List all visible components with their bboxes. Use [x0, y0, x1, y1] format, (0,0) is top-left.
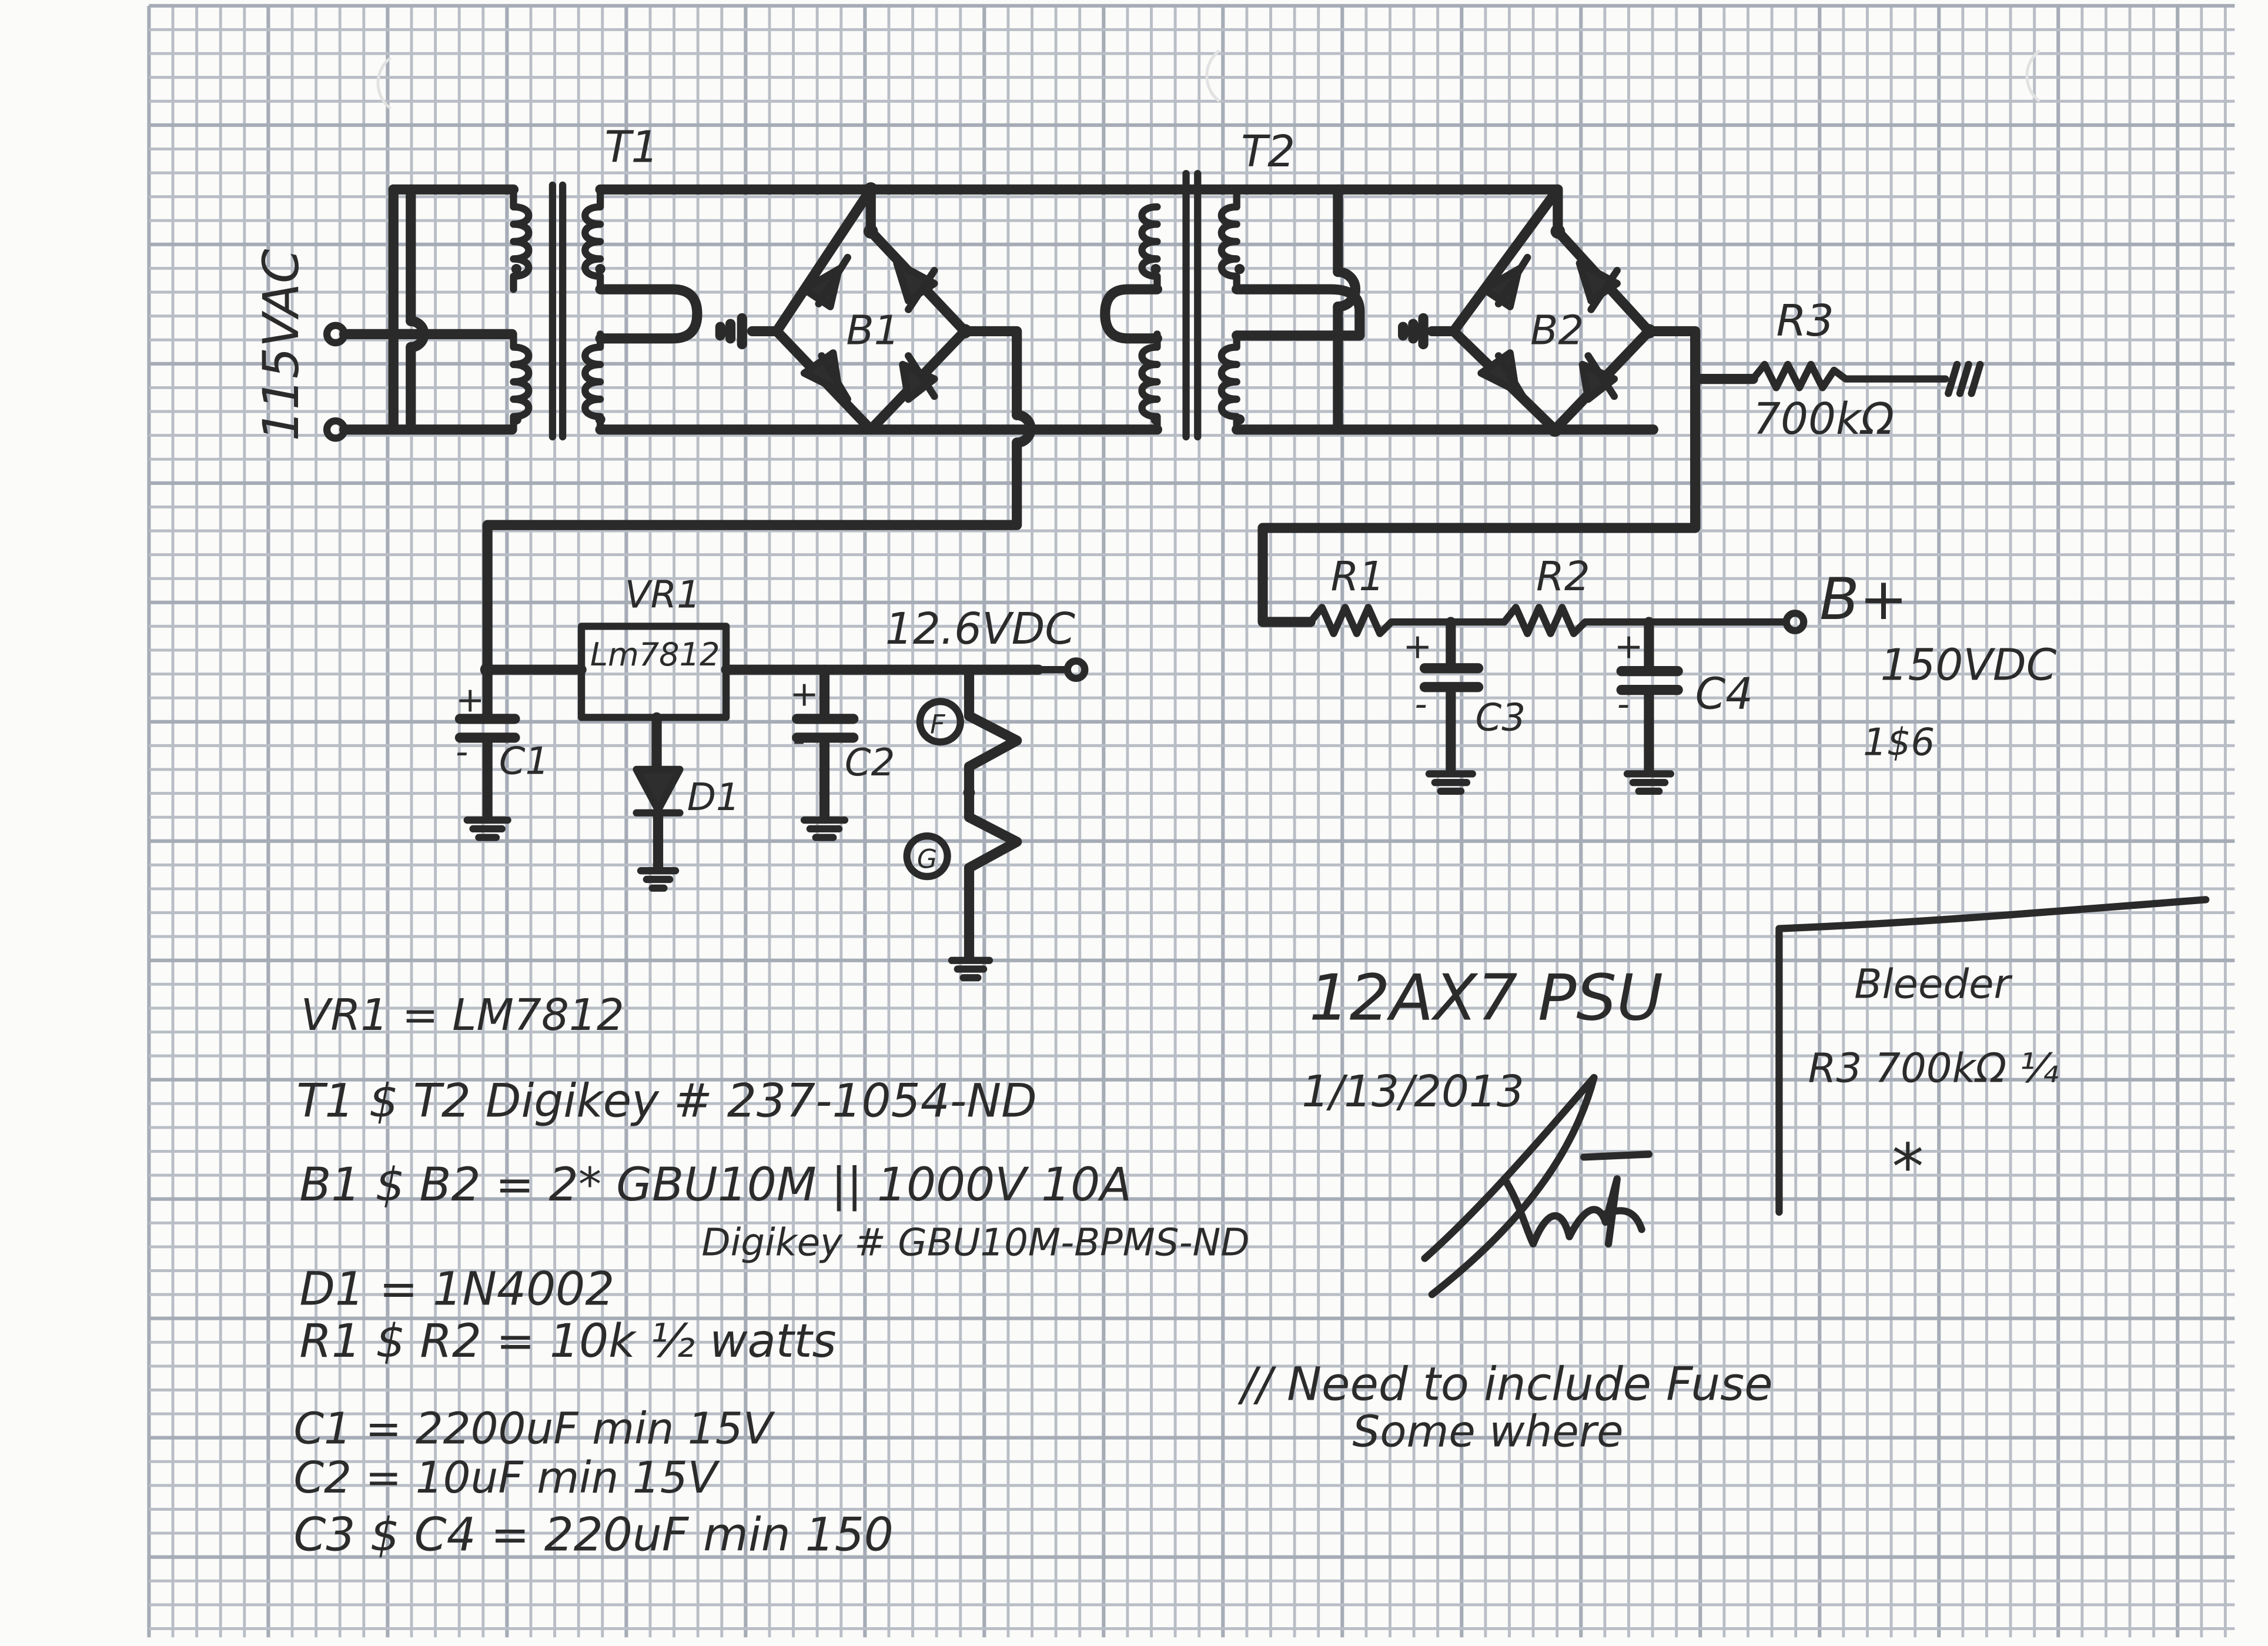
parts-line-2: T1 $ T2 Digikey # 237-1054-ND [296, 1073, 1036, 1128]
binder-holes [376, 49, 2040, 110]
fuse-note-line-2: Some where [1353, 1406, 1624, 1457]
t2-label: T2 [1241, 126, 1295, 177]
r2-label: R2 [1536, 553, 1590, 600]
c3-minus: - [1414, 684, 1427, 724]
c1-plus: + [456, 680, 484, 720]
d1-label: D1 [687, 776, 740, 819]
bleeder-line: R3 700kΩ ¼ [1808, 1045, 2059, 1092]
heater-f-label: F [930, 710, 945, 740]
project-title: 12AX7 PSU [1309, 961, 1663, 1035]
out-12v-label: 12.6VDC [885, 604, 1076, 654]
resistor-r3 [1644, 326, 1984, 397]
vr1-label: VR1 [625, 573, 701, 617]
bridge-rectifier-b2 [1398, 184, 1657, 437]
t1-label: T1 [604, 122, 658, 173]
parts-line-8: C2 = 10uF min 15V [293, 1453, 720, 1503]
c2-plus: + [790, 674, 818, 714]
c4-plus: + [1614, 626, 1643, 667]
graph-paper-grid [147, 4, 2235, 1638]
parts-line-7: C1 = 2200uF min 15V [293, 1404, 775, 1454]
vr1-part: Lm7812 [590, 636, 720, 673]
parts-line-5: D1 = 1N4002 [299, 1262, 614, 1316]
capacitor-c1 [454, 667, 520, 841]
parts-list: VR1 = LM7812 T1 $ T2 Digikey # 237-1054-… [293, 990, 1249, 1562]
circuit-schematic: 115VAC T1 [252, 122, 2057, 982]
c4-minus: - [1617, 684, 1630, 724]
c4-label: C4 [1695, 669, 1753, 720]
transformer-t2 [1007, 170, 1245, 441]
resistor-r1 [1307, 604, 1508, 637]
bridge-rectifier-b1 [715, 182, 972, 435]
signature [1421, 1073, 1653, 1299]
fuse-note-line-1: // Need to include Fuse [1237, 1357, 1773, 1411]
b2-label: B2 [1530, 307, 1584, 354]
parts-line-6: R1 $ R2 = 10k ½ watts [299, 1314, 836, 1368]
parts-line-9: C3 $ C4 = 220uF min 150 [293, 1508, 893, 1562]
bplus-voltage: 150VDC [1881, 640, 2057, 690]
bplus-note: 1$6 [1863, 721, 1935, 764]
b1-label: B1 [846, 307, 899, 354]
c3-label: C3 [1476, 697, 1526, 740]
bleeder-heading: Bleeder [1854, 961, 2012, 1008]
heater-load [903, 664, 1022, 982]
r3-label: R3 [1776, 296, 1834, 346]
ac-input [323, 184, 519, 442]
bplus-label: B+ [1819, 566, 1908, 633]
c1-minus: - [456, 731, 468, 772]
r1-label: R1 [1331, 553, 1385, 600]
parts-line-3: B1 $ B2 = 2* GBU10M || 1000V 10A [299, 1157, 1132, 1212]
c2-minus: - [792, 720, 805, 760]
transformer-t1 [510, 181, 606, 441]
bleeder-mark: * [1892, 1130, 1924, 1204]
parts-line-4: Digikey # GBU10M-BPMS-ND [701, 1222, 1249, 1265]
r3-value: 700kΩ [1753, 394, 1894, 444]
c1-label: C1 [499, 740, 549, 783]
c2-label: C2 [845, 741, 895, 785]
resistor-r2 [1500, 604, 1789, 637]
parts-line-1: VR1 = LM7812 [301, 990, 624, 1041]
project-date: 1/13/2013 [1302, 1066, 1524, 1117]
regulator-vr1 [482, 623, 1089, 892]
capacitor-c4 [1616, 617, 1683, 795]
c3-plus: + [1403, 626, 1432, 667]
capacitor-c2 [792, 664, 859, 841]
bleeder-note-box: Bleeder R3 700kΩ ¼ * [1775, 896, 2210, 1216]
heater-g-label: G [917, 844, 937, 874]
input-label: 115VAC [252, 249, 310, 441]
title-block: 12AX7 PSU 1/13/2013 // Need to include F… [1237, 961, 1773, 1457]
capacitor-c3 [1419, 617, 1484, 795]
